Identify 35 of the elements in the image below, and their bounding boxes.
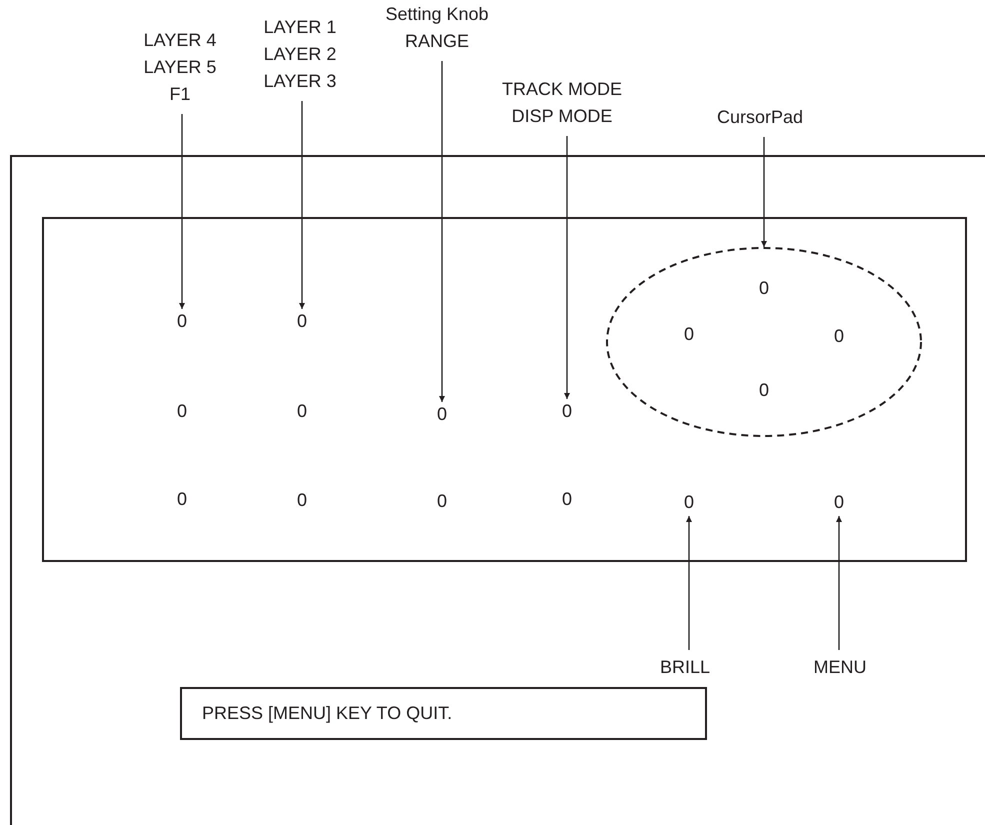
key-value: 0 [167,487,197,513]
cursor-pad-outline [606,247,922,437]
key-name-label: TRACK MODE DISP MODE [497,76,627,130]
key-name-label: LAYER 4 LAYER 5 F1 [138,27,222,108]
key-value: 0 [167,399,197,425]
key-name-label: Setting Knob RANGE [362,1,512,55]
leader-arrow [439,61,445,402]
leader-arrow [761,137,767,247]
leader-arrow [836,516,842,650]
key-value: 0 [749,276,779,302]
key-value: 0 [552,399,582,425]
key-value: 0 [674,490,704,516]
key-name-label: LAYER 1 LAYER 2 LAYER 3 [258,14,342,95]
display-screen-frame [10,155,985,825]
leader-arrow [564,136,570,399]
key-value: 0 [287,399,317,425]
leader-arrow [299,101,305,309]
key-value: 0 [427,402,457,428]
key-value: 0 [427,489,457,515]
message-box [180,687,707,740]
key-value: 0 [167,309,197,335]
key-name-label: MENU [800,654,880,681]
key-value: 0 [552,487,582,513]
leader-arrow [686,516,692,650]
key-value: 0 [674,322,704,348]
key-panel [42,217,967,562]
leader-arrow [179,114,185,309]
message-text: PRESS [MENU] KEY TO QUIT. [202,703,452,724]
key-value: 0 [824,324,854,350]
key-value: 0 [749,378,779,404]
key-name-label: CursorPad [700,104,820,131]
key-value: 0 [287,309,317,335]
key-value: 0 [824,490,854,516]
key-value: 0 [287,488,317,514]
key-name-label: BRILL [645,654,725,681]
